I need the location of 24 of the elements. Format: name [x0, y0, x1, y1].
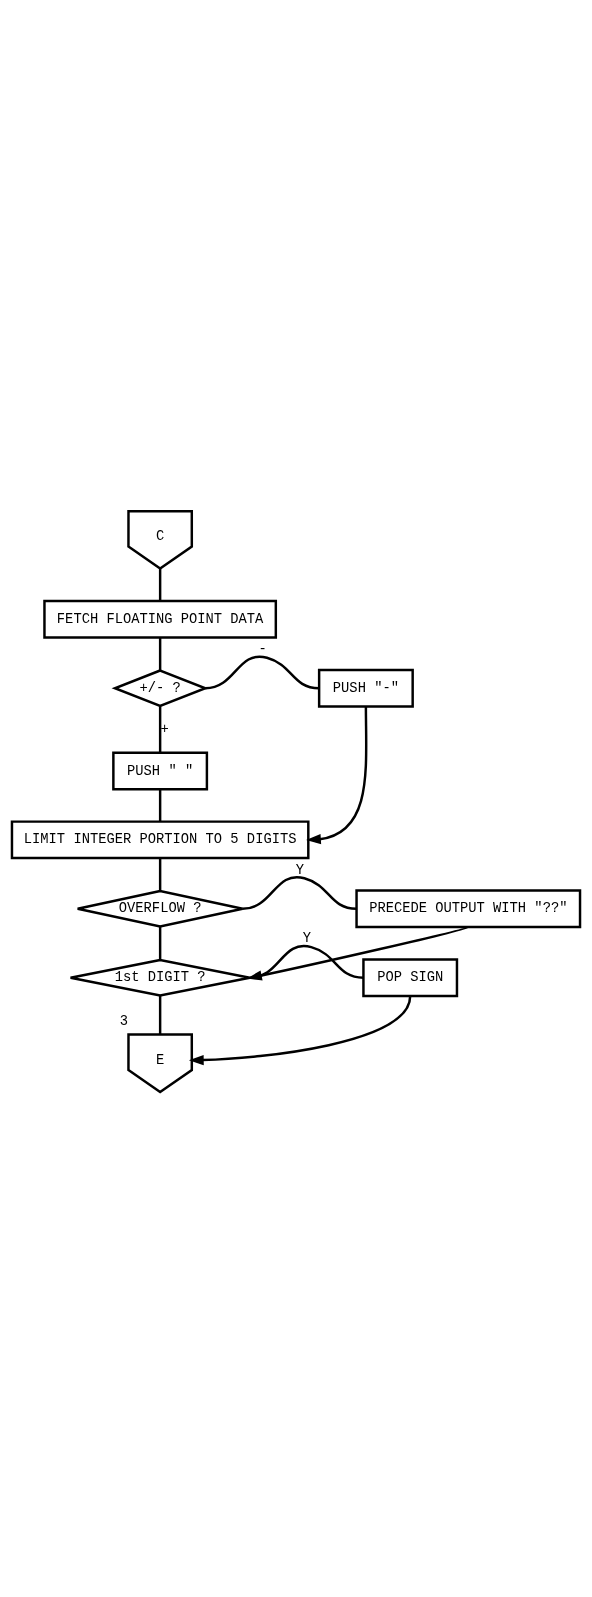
arrow: [188, 995, 412, 1066]
connector: [158, 568, 162, 601]
node-box: PUSH "-": [317, 668, 414, 708]
node-box: PRECEDE OUTPUT WITH "??": [355, 889, 582, 929]
connector: [158, 858, 162, 891]
node-box: POP SIGN: [362, 958, 459, 998]
arrow: [306, 706, 368, 845]
node-box: LIMIT INTEGER PORTION TO 5 DIGITS: [10, 820, 310, 860]
connector: [158, 706, 162, 753]
node-diamond: OVERFLOW ?: [76, 889, 244, 928]
edge-label: Y: [295, 862, 305, 878]
connector: [158, 637, 162, 671]
edge-label: +: [160, 722, 169, 738]
node-box: FETCH FLOATING POINT DATA: [43, 599, 278, 639]
edge-label: -: [258, 641, 267, 657]
node-box: PUSH " ": [112, 751, 209, 791]
edge-label: Y: [302, 931, 311, 947]
connector: [205, 655, 320, 690]
connector: [242, 875, 357, 910]
connector: [158, 995, 162, 1035]
node-label: 3: [119, 1013, 128, 1029]
connector: [158, 789, 162, 822]
connector: [158, 926, 162, 960]
node-diamond: 1st DIGIT ?: [69, 958, 251, 997]
